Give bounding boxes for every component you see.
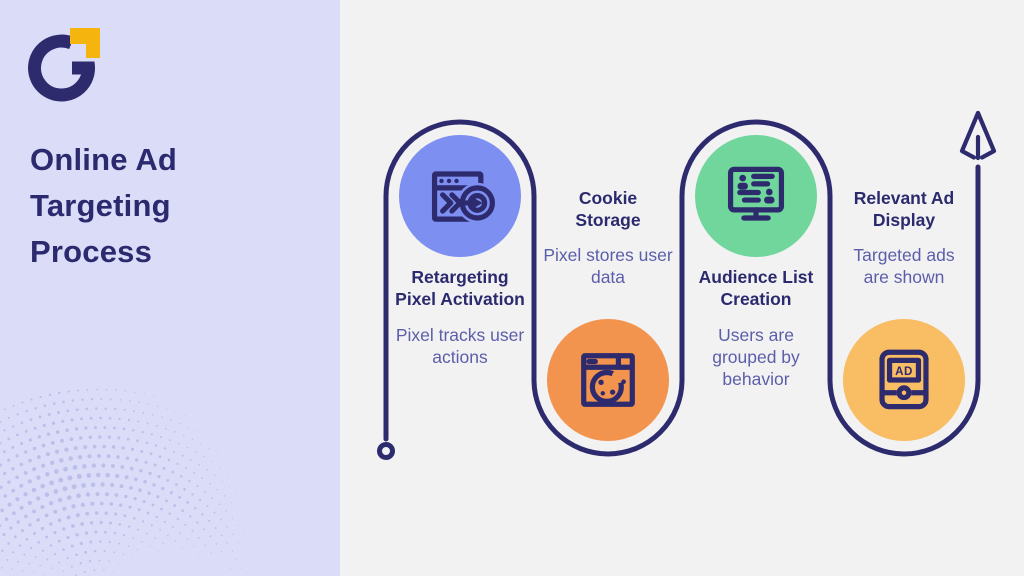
audience-list-icon xyxy=(727,166,785,221)
step-description-1: Pixel tracks user actions xyxy=(395,325,525,367)
sidebar: Online Ad Targeting Process xyxy=(0,0,340,576)
step-title-3: Audience List Creation xyxy=(698,267,814,309)
step-circle-2 xyxy=(547,319,669,441)
step-circle-1 xyxy=(399,135,521,257)
step-description-2: Pixel stores user data xyxy=(543,245,673,287)
step-circle-4: AD xyxy=(843,319,965,441)
page-title: Online Ad Targeting Process xyxy=(30,141,178,269)
cookie-icon xyxy=(581,353,635,407)
step-title-4: Relevant Ad Display xyxy=(853,188,955,230)
step-circle-3 xyxy=(695,135,817,257)
step-description-3: Users are grouped by behavior xyxy=(712,325,800,389)
step-title-1: Retargeting Pixel Activation xyxy=(395,267,525,309)
step-title-2: Cookie Storage xyxy=(575,188,641,230)
ad-label: AD xyxy=(895,366,913,378)
retargeting-pixel-icon xyxy=(431,171,497,224)
flow-start-dot xyxy=(377,442,395,460)
g-logo-icon xyxy=(28,28,100,102)
step-description-4: Targeted ads are shown xyxy=(853,245,955,287)
flow-arrow-icon xyxy=(959,110,997,161)
ad-display-icon: AD xyxy=(879,349,929,410)
halftone-dots-pattern xyxy=(0,388,248,576)
